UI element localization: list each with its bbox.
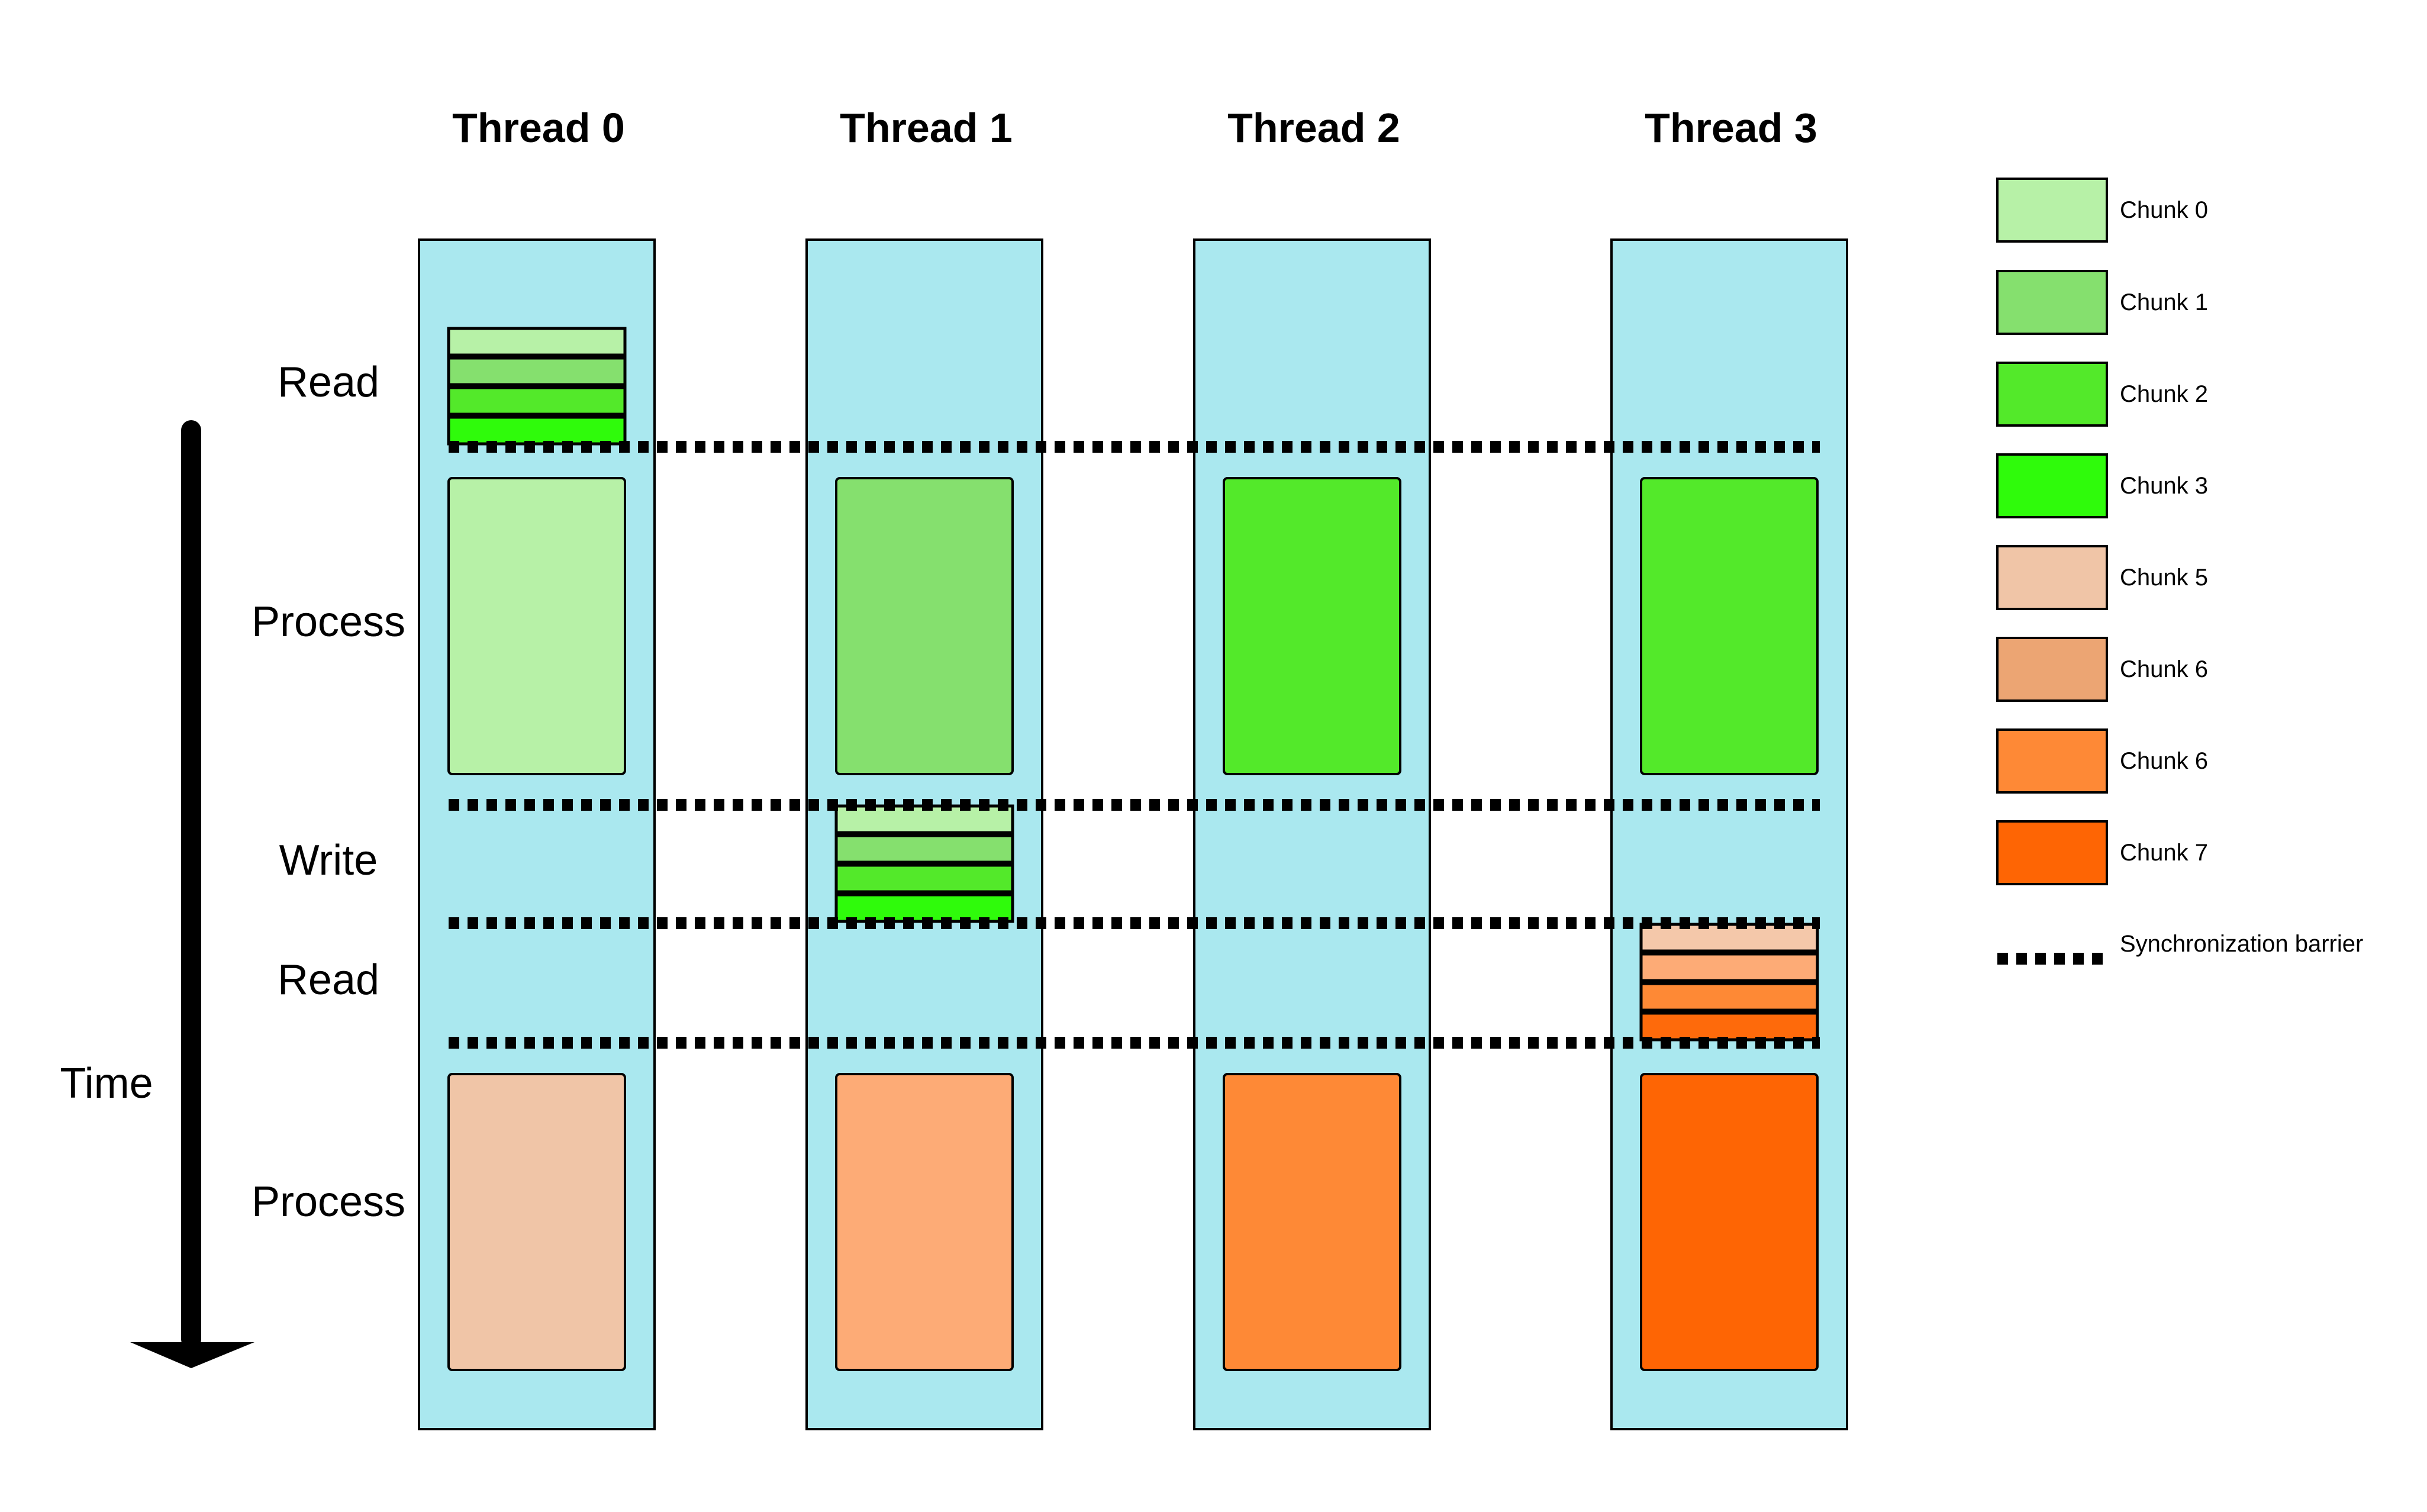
legend-label-chunk-7: Chunk 7 (2120, 840, 2208, 866)
phase-label-write: Write (279, 837, 378, 884)
process-2-block-thread-3 (1640, 1073, 1819, 1371)
legend-label-chunk-0: Chunk 0 (2120, 197, 2208, 223)
thread-title-3: Thread 3 (1645, 105, 1817, 151)
legend-label-chunk-1: Chunk 1 (2120, 289, 2208, 315)
phase-label-process-2: Process (252, 1178, 405, 1226)
legend-label-chunk-2: Chunk 2 (2120, 381, 2208, 407)
write-strips (834, 804, 1014, 923)
legend-swatch-chunk-7 (1996, 820, 2108, 885)
legend-label-chunk-3: Chunk 3 (2120, 473, 2208, 499)
chunk-strip (834, 893, 1014, 923)
thread-title-2: Thread 2 (1227, 105, 1400, 151)
chunk-strip (447, 356, 627, 386)
process-1-block-thread-2 (1223, 477, 1401, 775)
legend-swatch-chunk-5 (1996, 545, 2108, 610)
legend: Chunk 0 Chunk 1 Chunk 2 Chunk 3 Chunk 5 … (1996, 178, 2363, 965)
legend-label-chunk-6b: Chunk 6 (2120, 748, 2208, 774)
legend-label-chunk-6a: Chunk 6 (2120, 656, 2208, 682)
legend-swatch-chunk-1 (1996, 270, 2108, 335)
phase-label-read-2: Read (278, 956, 379, 1004)
process-2-block-thread-2 (1223, 1073, 1401, 1371)
legend-swatch-chunk-2 (1996, 362, 2108, 427)
process-2-block-thread-1 (835, 1073, 1014, 1371)
legend-swatch-chunk-6b (1996, 728, 2108, 794)
time-label: Time (60, 1060, 153, 1107)
chunk-strip (1639, 952, 1819, 982)
legend-swatch-chunk-0 (1996, 178, 2108, 243)
chunk-strip (834, 834, 1014, 864)
sync-barriers (449, 441, 1820, 1049)
process-2-block-thread-0 (447, 1073, 626, 1371)
process-1-block-thread-1 (835, 477, 1014, 775)
time-arrow (130, 420, 254, 1368)
process-1-block-thread-3 (1640, 477, 1819, 775)
chunk-strip (447, 415, 627, 446)
chunk-strip (447, 327, 627, 357)
legend-label-chunk-5: Chunk 5 (2120, 565, 2208, 591)
phase-label-read-1: Read (278, 359, 379, 406)
legend-swatch-chunk-6a (1996, 637, 2108, 702)
phase-label-process-1: Process (252, 598, 405, 646)
chunk-strip (1639, 1011, 1819, 1042)
legend-swatch-chunk-3 (1996, 453, 2108, 518)
chunk-strip (447, 386, 627, 416)
chunk-strip (834, 863, 1014, 894)
process-1-block-thread-0 (447, 477, 626, 775)
read-2-strips (1639, 923, 1819, 1042)
legend-label-barrier: Synchronization barrier (2120, 931, 2363, 957)
thread-title-1: Thread 1 (840, 105, 1013, 151)
chunk-strip (1639, 982, 1819, 1012)
thread-title-0: Thread 0 (452, 105, 625, 151)
read-1-strips (447, 327, 627, 446)
